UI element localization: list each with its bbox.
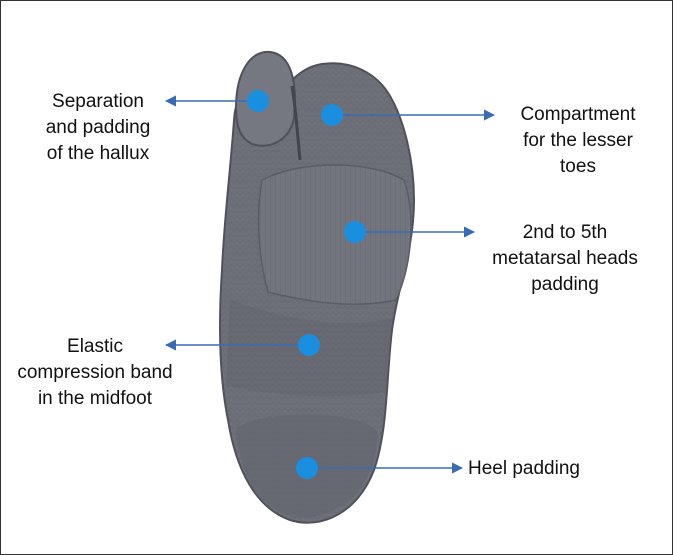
sock-shape <box>220 52 414 523</box>
label-lesser-toes: Compartment for the lesser toes <box>498 102 658 180</box>
marker-heel <box>296 457 318 479</box>
label-line: Compartment <box>498 102 658 128</box>
label-line: Separation <box>28 89 168 115</box>
label-metatarsal: 2nd to 5th metatarsal heads padding <box>480 220 650 298</box>
marker-hallux <box>247 90 269 112</box>
label-line: toes <box>498 154 658 180</box>
label-line: and padding <box>28 115 168 141</box>
label-line: compression band <box>12 360 178 386</box>
label-line: of the hallux <box>28 141 168 167</box>
label-line: in the midfoot <box>12 386 178 412</box>
label-line: padding <box>480 272 650 298</box>
label-line: 2nd to 5th <box>480 220 650 246</box>
label-heel: Heel padding <box>468 456 608 482</box>
marker-lesser-toes <box>321 104 343 126</box>
label-line: for the lesser <box>498 128 658 154</box>
label-line: Heel padding <box>468 456 608 482</box>
marker-midfoot <box>298 334 320 356</box>
marker-metatarsal <box>344 221 366 243</box>
label-midfoot: Elastic compression band in the midfoot <box>12 334 178 412</box>
label-line: Elastic <box>12 334 178 360</box>
label-hallux: Separation and padding of the hallux <box>28 89 168 167</box>
label-line: metatarsal heads <box>480 246 650 272</box>
metatarsal-pad-ribs <box>259 165 411 304</box>
